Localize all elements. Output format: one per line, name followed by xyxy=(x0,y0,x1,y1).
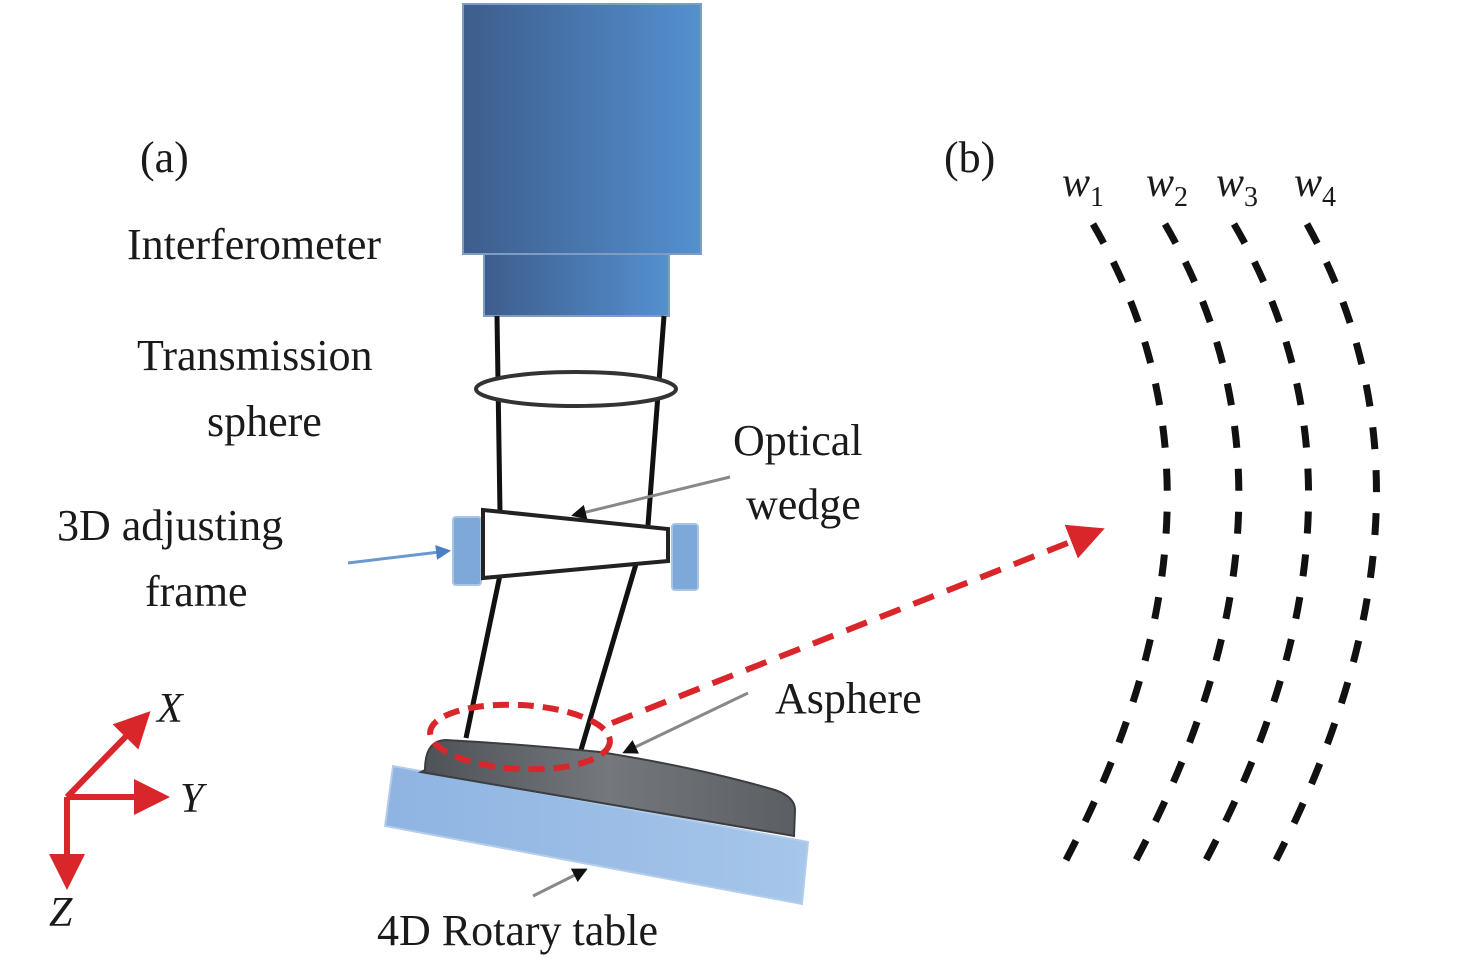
beam-paths xyxy=(463,315,667,751)
pointer-adjusting-frame xyxy=(347,544,451,565)
wavefront-labels: w1 w2 w3 w4 xyxy=(1062,160,1336,213)
interferometer-nozzle xyxy=(483,253,670,317)
coordinate-axes xyxy=(49,711,170,890)
beam-right-upper xyxy=(645,315,667,526)
wavefront-subscript-1: 1 xyxy=(1090,182,1104,213)
wavefront-label-4: w4 xyxy=(1294,160,1336,213)
label-rotary-table: 4D Rotary table xyxy=(377,906,658,955)
label-interferometer: Interferometer xyxy=(127,220,381,269)
beam-left-lower xyxy=(463,574,503,739)
adjusting-frame-left-clamp xyxy=(452,516,482,586)
wavefront-label-1: w1 xyxy=(1062,160,1104,213)
label-adjusting-frame-line1: 3D adjusting xyxy=(57,501,283,550)
wavefront-label-3: w3 xyxy=(1216,160,1258,213)
wavefront-subscript-3: 3 xyxy=(1244,182,1258,213)
transmission-sphere-lens xyxy=(474,370,678,408)
beam-left-upper xyxy=(494,315,503,513)
asphere xyxy=(417,738,797,838)
axis-y-label: Y xyxy=(180,776,208,822)
interferometer-body xyxy=(462,3,702,255)
label-optical-wedge-line1: Optical xyxy=(733,416,863,465)
adjusting-frame-right-clamp xyxy=(671,523,699,591)
wavefront-arc-4 xyxy=(1272,222,1380,862)
wavefront-arcs xyxy=(1062,222,1380,862)
label-asphere: Asphere xyxy=(775,674,922,723)
panel-label-a: (a) xyxy=(140,133,189,182)
interferometer xyxy=(462,3,702,317)
label-transmission-sphere-line2: sphere xyxy=(207,397,322,446)
label-transmission-sphere-line1: Transmission xyxy=(137,331,373,380)
wavefront-arc-1 xyxy=(1062,222,1171,862)
wavefront-subscript-2: 2 xyxy=(1174,182,1188,213)
optical-wedge xyxy=(481,507,670,581)
measurement-region-highlight xyxy=(427,701,613,773)
axis-x-label: X xyxy=(155,686,185,732)
label-adjusting-frame-line2: frame xyxy=(145,567,248,616)
panel-label-b: (b) xyxy=(944,133,995,182)
rotary-table xyxy=(383,764,810,906)
pointer-asphere xyxy=(622,691,749,754)
wavefront-arc-3 xyxy=(1202,222,1312,862)
axis-z-label: Z xyxy=(49,890,73,936)
subaperture-arrow xyxy=(610,524,1105,726)
axis-x-arrow xyxy=(64,711,151,800)
pointer-optical-wedge xyxy=(571,475,731,520)
pointer-rotary-table xyxy=(532,868,588,898)
wavefront-arc-2 xyxy=(1132,222,1243,862)
wavefront-label-2: w2 xyxy=(1146,160,1188,213)
beam-right-lower xyxy=(578,563,639,751)
wavefront-subscript-4: 4 xyxy=(1322,182,1336,213)
label-optical-wedge-line2: wedge xyxy=(746,480,861,529)
